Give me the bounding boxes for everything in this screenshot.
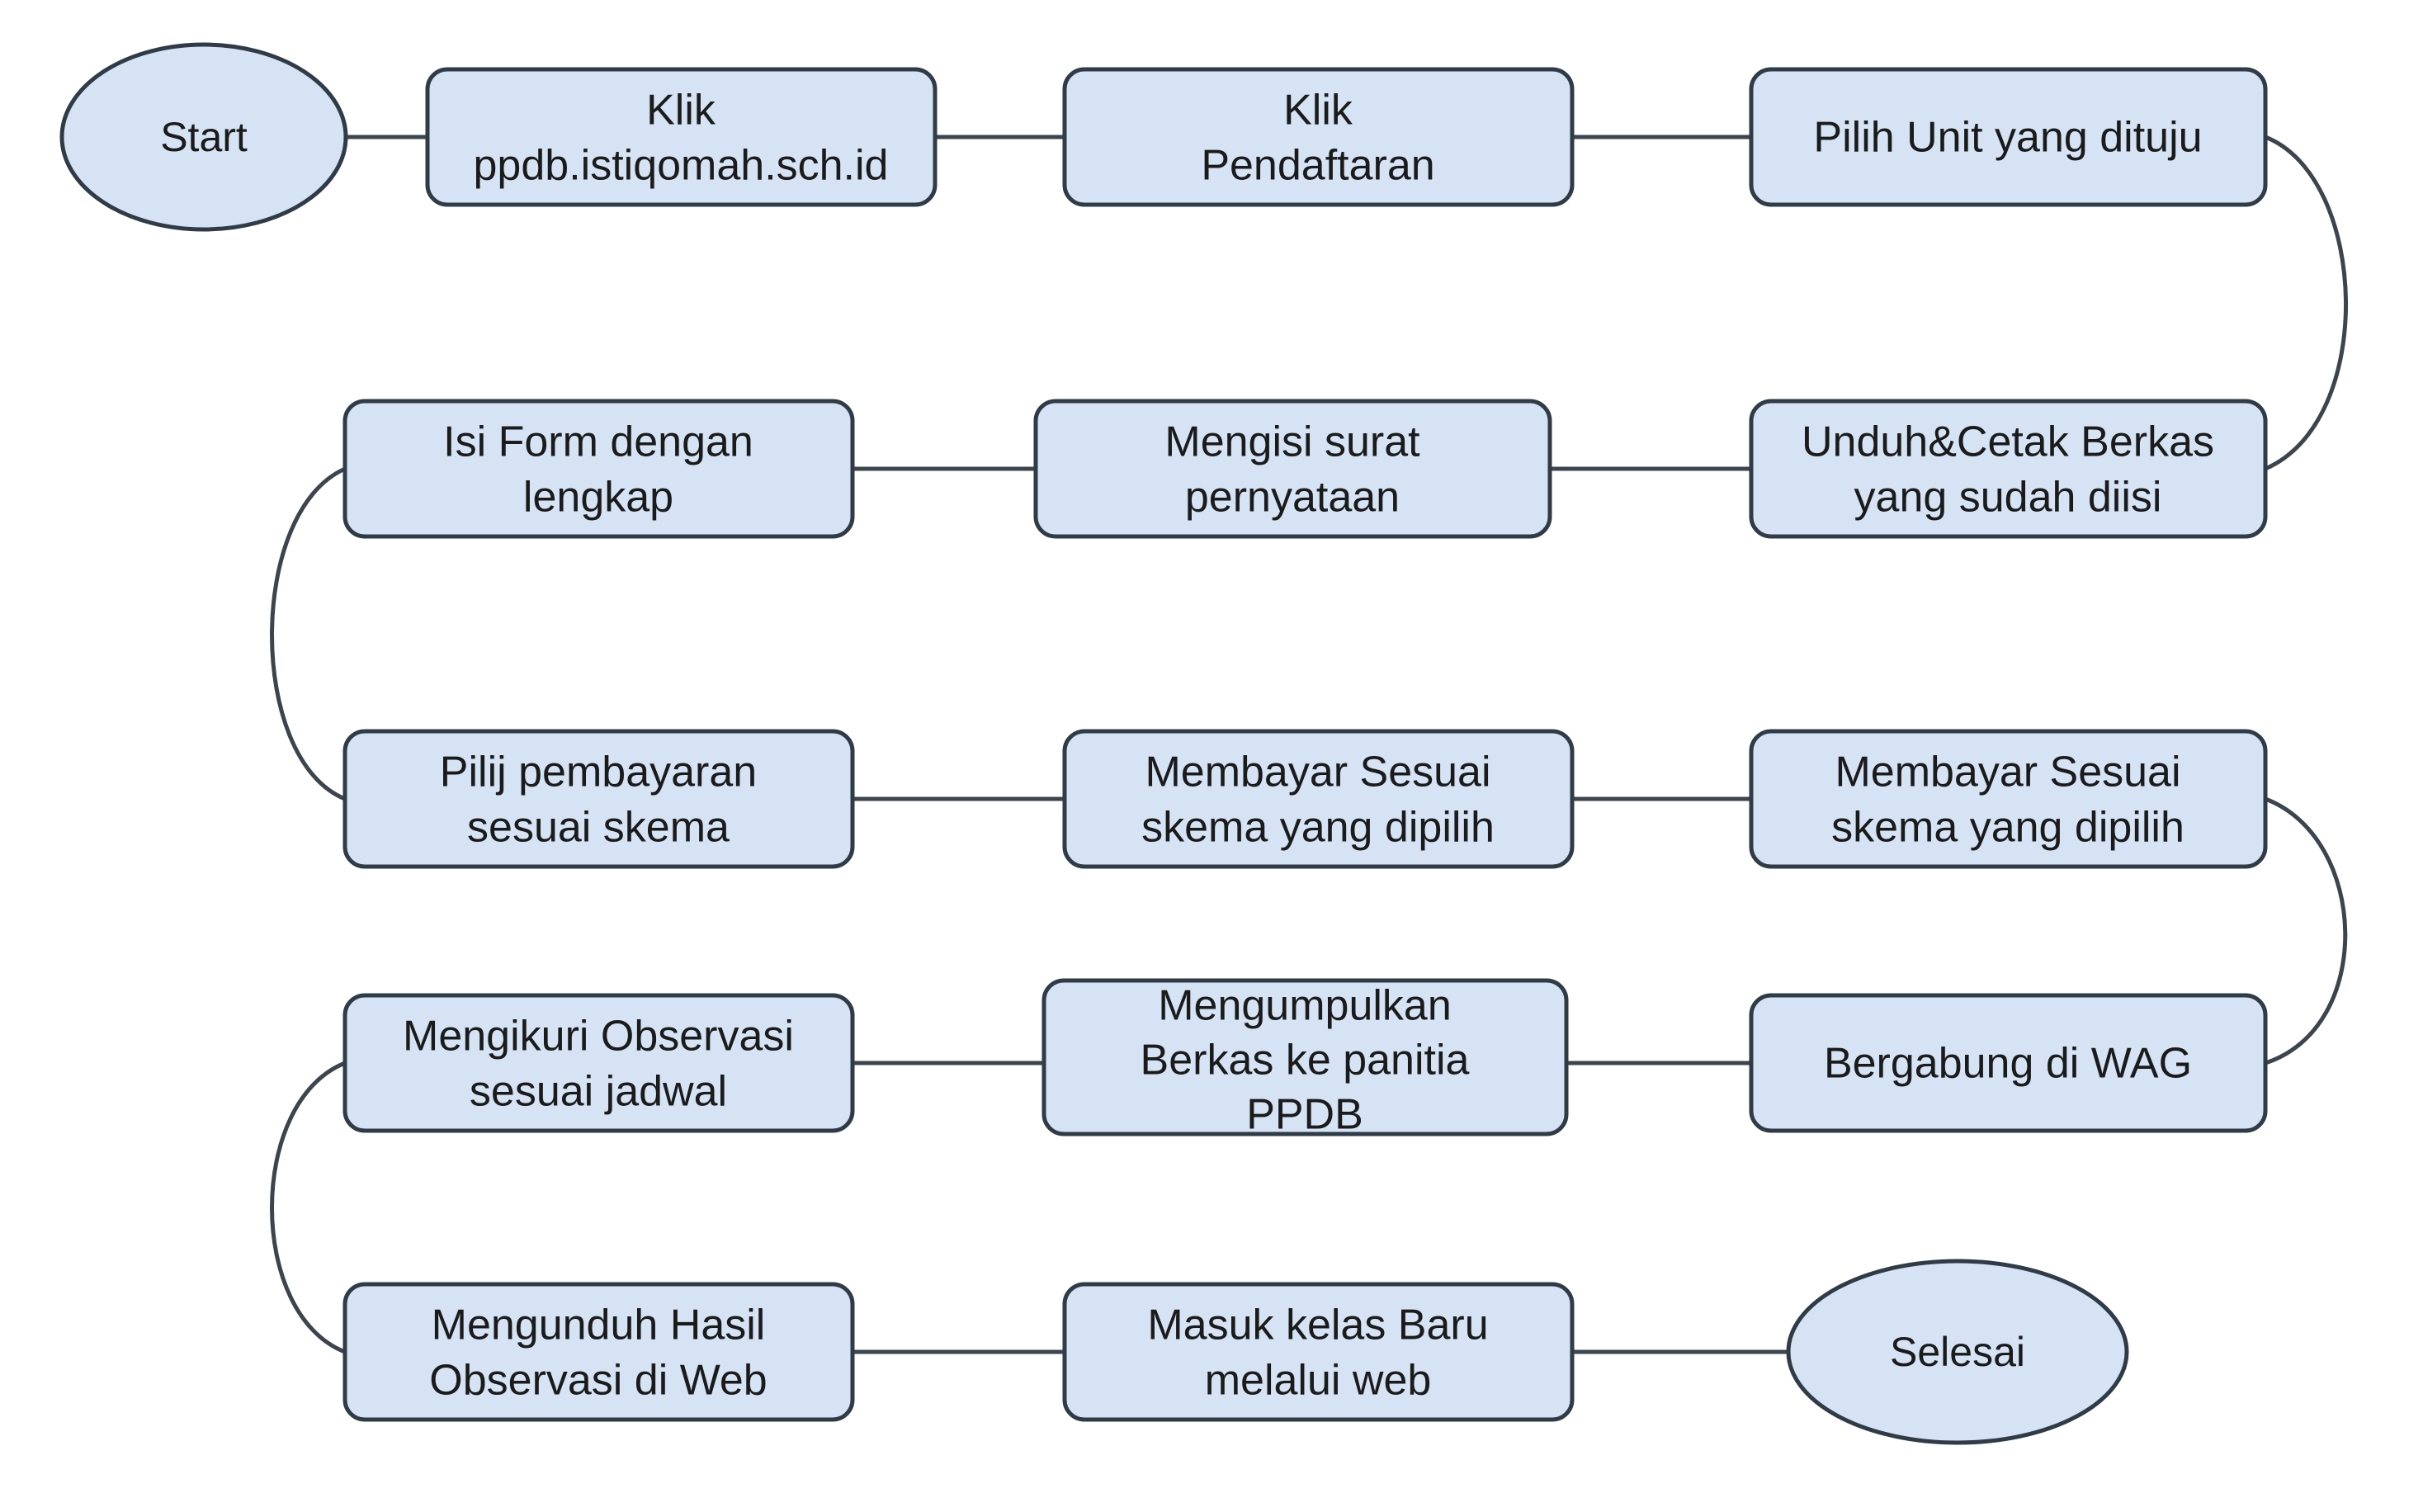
node-bergabung-wag-line-1: Bergabung di WAG	[1824, 1040, 2192, 1088]
node-mengisi-surat-line-1: Mengisi surat	[1164, 418, 1420, 466]
node-klik-pendaftaran-shape	[1062, 67, 1575, 207]
node-mengisi-surat-shape	[1033, 399, 1552, 539]
edge-n4-to-n7	[270, 466, 347, 801]
node-isi-form-line-2: lengkap	[523, 474, 673, 522]
node-mengikuri-observasi-line-1: Mengikuri Observasi	[403, 1013, 794, 1061]
node-masuk-kelas-line-2: melalui web	[1205, 1357, 1432, 1405]
node-membayar-sesuai-2-line-1: Membayar Sesuai	[1835, 749, 2180, 796]
node-isi-form-line-1: Isi Form dengan	[443, 418, 753, 466]
node-start[interactable]: Start	[59, 42, 348, 232]
node-unduh-cetak-line-1: Unduh&Cetak Berkas	[1802, 418, 2214, 466]
node-membayar-sesuai-1-shape	[1062, 729, 1575, 869]
node-klik-pendaftaran-line-1: Klik	[1283, 87, 1353, 135]
node-mengikuri-observasi-shape	[342, 993, 855, 1133]
node-mengisi-surat-line-2: pernyataan	[1185, 474, 1400, 522]
node-klik-ppdb-line-1: Klik	[646, 87, 716, 135]
node-pilih-unit-shape	[1749, 67, 2268, 207]
node-unduh-cetak[interactable]: Unduh&Cetak Berkas yang sudah diisi	[1749, 399, 2268, 539]
edge-n9-to-n12	[2265, 796, 2348, 1065]
node-mengumpulkan-berkas[interactable]: Mengumpulkan Berkas ke panitia PPDB	[1041, 978, 1569, 1139]
node-klik-ppdb[interactable]: Klik ppdb.istiqomah.sch.id	[425, 67, 938, 207]
node-membayar-sesuai-2-line-2: skema yang dipilih	[1831, 804, 2184, 852]
node-membayar-sesuai-1[interactable]: Membayar Sesuai skema yang dipilih	[1062, 729, 1575, 869]
node-unduh-cetak-line-2: yang sudah diisi	[1854, 474, 2162, 522]
node-bergabung-wag[interactable]: Bergabung di WAG	[1749, 993, 2268, 1133]
node-mengumpulkan-berkas-line-3: PPDB	[1246, 1091, 1363, 1139]
node-pilij-pembayaran-shape	[342, 729, 855, 869]
node-mengunduh-hasil-line-2: Observasi di Web	[429, 1357, 767, 1405]
node-start-label: Start	[160, 114, 248, 160]
node-klik-pendaftaran-line-2: Pendaftaran	[1201, 142, 1434, 190]
edge-n10-to-n13	[270, 1061, 346, 1354]
node-klik-pendaftaran[interactable]: Klik Pendaftaran	[1062, 67, 1575, 207]
node-pilij-pembayaran[interactable]: Pilij pembayaran sesuai skema	[342, 729, 855, 869]
node-membayar-sesuai-2-shape	[1749, 729, 2268, 869]
node-membayar-sesuai-1-line-2: skema yang dipilih	[1141, 804, 1495, 852]
node-mengumpulkan-berkas-shape	[1041, 978, 1569, 1136]
node-mengunduh-hasil[interactable]: Mengunduh Hasil Observasi di Web	[342, 1282, 855, 1422]
node-isi-form[interactable]: Isi Form dengan lengkap	[342, 399, 855, 539]
node-mengikuri-observasi-line-2: sesuai jadwal	[470, 1068, 727, 1116]
node-membayar-sesuai-2[interactable]: Membayar Sesuai skema yang dipilih	[1749, 729, 2268, 869]
node-isi-form-shape	[342, 399, 855, 539]
node-mengikuri-observasi[interactable]: Mengikuri Observasi sesuai jadwal	[342, 993, 855, 1133]
node-klik-ppdb-shape	[425, 67, 938, 207]
node-masuk-kelas-shape	[1062, 1282, 1575, 1422]
node-selesai[interactable]: Selesai	[1786, 1259, 2129, 1445]
node-membayar-sesuai-1-line-1: Membayar Sesuai	[1145, 749, 1490, 796]
node-pilih-unit[interactable]: Pilih Unit yang dituju	[1749, 67, 2268, 207]
node-masuk-kelas[interactable]: Masuk kelas Baru melalui web	[1062, 1282, 1575, 1422]
start-ellipse-shape	[59, 42, 348, 232]
node-masuk-kelas-line-1: Masuk kelas Baru	[1147, 1302, 1488, 1349]
edge-layer	[270, 135, 2348, 1354]
node-klik-ppdb-line-2: ppdb.istiqomah.sch.id	[474, 142, 889, 190]
node-mengunduh-hasil-line-1: Mengunduh Hasil	[432, 1302, 766, 1349]
node-pilih-unit-line-1: Pilih Unit yang dituju	[1813, 114, 2202, 162]
node-mengumpulkan-berkas-line-2: Berkas ke panitia	[1141, 1037, 1470, 1084]
node-unduh-cetak-shape	[1749, 399, 2268, 539]
node-pilij-pembayaran-line-2: sesuai skema	[467, 804, 730, 852]
edge-n3-to-n6	[2265, 135, 2348, 471]
node-pilij-pembayaran-line-1: Pilij pembayaran	[440, 749, 757, 796]
node-mengumpulkan-berkas-line-1: Mengumpulkan	[1158, 982, 1452, 1030]
node-bergabung-wag-shape	[1749, 993, 2268, 1133]
node-mengunduh-hasil-shape	[342, 1282, 855, 1422]
node-selesai-label: Selesai	[1890, 1329, 2025, 1375]
node-mengisi-surat[interactable]: Mengisi surat pernyataan	[1033, 399, 1552, 539]
selesai-ellipse-shape	[1786, 1259, 2129, 1445]
